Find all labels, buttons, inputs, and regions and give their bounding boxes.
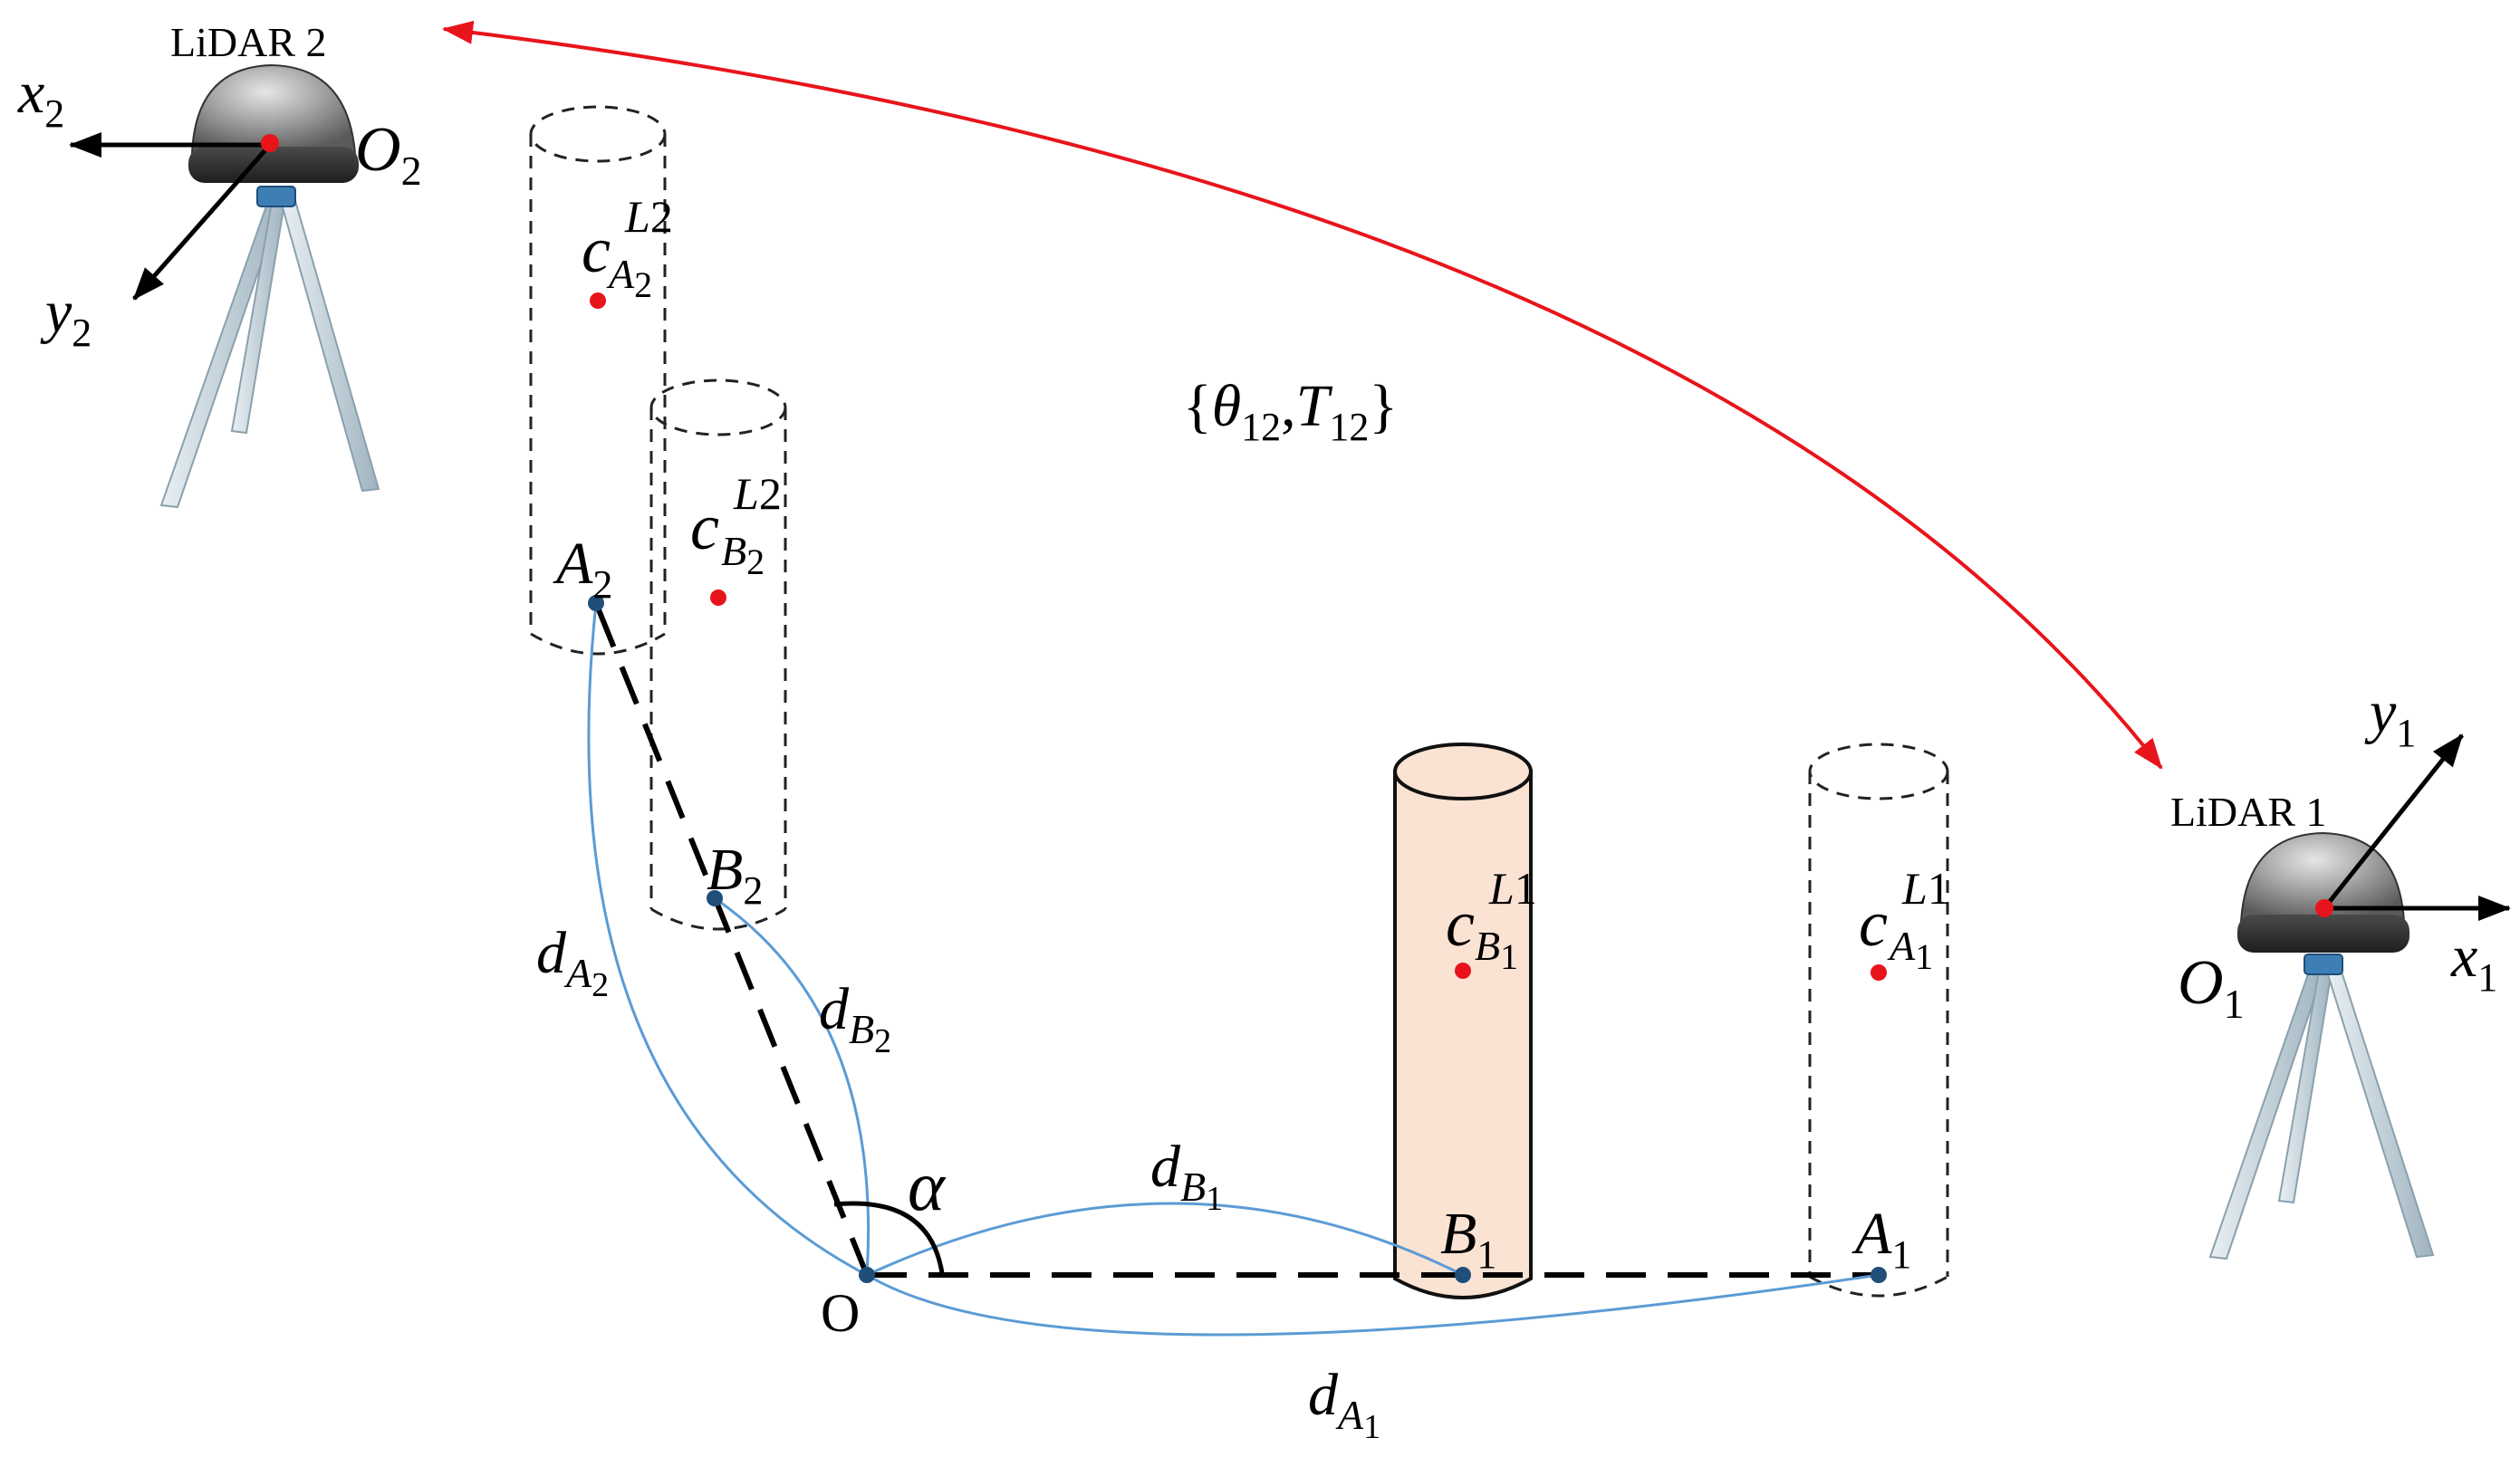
point-a1 [1871, 1267, 1887, 1283]
lidar2-device [159, 63, 380, 509]
angle-alpha-arc [833, 1201, 945, 1274]
lidar2-origin-dot [261, 134, 279, 152]
point-a2-label: A2 [553, 531, 612, 607]
center-b2-dot [710, 589, 726, 606]
point-b1 [1455, 1267, 1471, 1283]
center-a1-dot [1871, 964, 1887, 981]
svg-text:L2: L2 [624, 191, 673, 242]
svg-text:c: c [1859, 887, 1888, 960]
lidar1-device [2208, 831, 2435, 1260]
arc-d-a1 [866, 1273, 1880, 1337]
lidar1-axis-y-arrow [2323, 733, 2464, 910]
distance-d-a2-label: dA2 [536, 920, 609, 1004]
svg-text:B1: B1 [1475, 923, 1518, 977]
center-b1-dot [1455, 963, 1471, 979]
svg-text:c: c [1446, 887, 1475, 960]
center-a2-dot [590, 292, 606, 309]
lidar1-axis-y-label: y1 [2364, 679, 2416, 755]
arc-d-a2 [587, 602, 868, 1277]
svg-text:A1: A1 [1887, 923, 1933, 977]
lidar2-axis-y-label: y2 [40, 279, 91, 355]
svg-text:A2: A2 [606, 251, 652, 305]
point-b2-label: B2 [707, 837, 763, 913]
lidar2-title: LiDAR 2 [170, 19, 327, 65]
lidar2-tripod [159, 186, 380, 509]
point-b2 [707, 890, 723, 906]
center-a1-label: c L1 A1 [1859, 863, 1950, 977]
lidar1-origin-label: O1 [2178, 948, 2245, 1027]
point-b1-label: B1 [1440, 1201, 1496, 1277]
center-b2-label: c L2 B2 [690, 468, 782, 582]
lidar1-sensor-head [2237, 831, 2409, 953]
svg-text:c: c [582, 214, 611, 286]
lidar2-axis-y-arrow [132, 143, 272, 301]
svg-text:L1: L1 [1488, 863, 1537, 914]
transform-label: {θ12,T12} [1183, 373, 1398, 449]
svg-text:B2: B2 [721, 528, 765, 582]
center-b1-label: c L1 B1 [1446, 863, 1537, 977]
point-o-label: O [821, 1283, 860, 1343]
svg-text:L2: L2 [733, 468, 782, 519]
distance-d-b2-label: dB2 [819, 976, 891, 1060]
transform-arrow [442, 20, 2163, 770]
distance-d-b1-label: dB1 [1150, 1134, 1223, 1218]
center-a2-label: c L2 A2 [582, 191, 673, 305]
point-o [859, 1267, 875, 1283]
lidar1-title: LiDAR 1 [2170, 789, 2327, 835]
svg-text:c: c [690, 491, 719, 563]
lidar1-axis-x-label: x1 [2450, 924, 2497, 1000]
lidar1-tripod [2208, 954, 2435, 1260]
cylinder-a1 [1808, 743, 1949, 1298]
arc-d-b1 [866, 1202, 1464, 1277]
point-a2 [588, 595, 604, 611]
lidar2-axis-x-label: x2 [17, 60, 64, 136]
point-a1-label: A1 [1852, 1201, 1911, 1277]
lidar2-sensor-head [188, 63, 359, 183]
lidar2-origin-label: O2 [355, 115, 422, 194]
lidar1-origin-dot [2315, 899, 2333, 917]
angle-alpha-label: α [908, 1146, 947, 1225]
distance-d-a1-label: dA1 [1308, 1362, 1380, 1446]
svg-text:L1: L1 [1901, 863, 1950, 914]
